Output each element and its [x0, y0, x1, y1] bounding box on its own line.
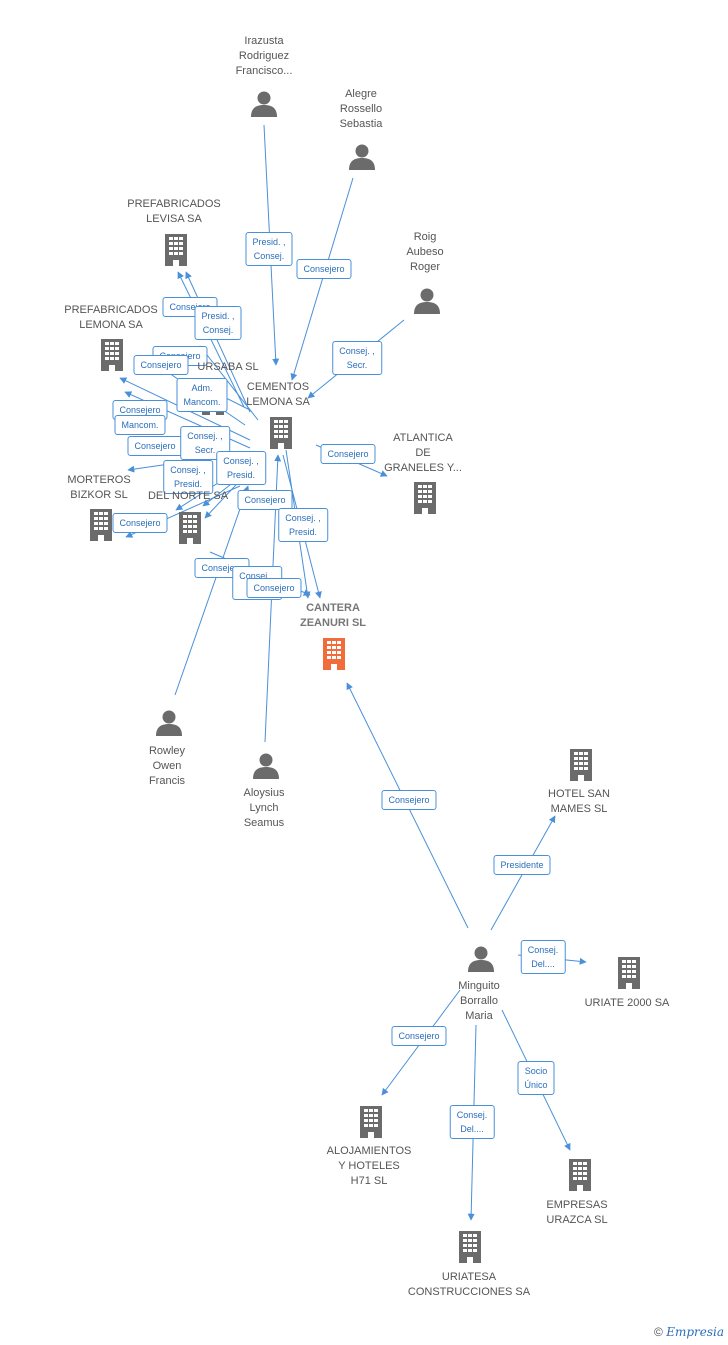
- edge-label[interactable]: Socio Único: [517, 1061, 555, 1095]
- copyright-mark: ©: [654, 1325, 663, 1339]
- edge-label[interactable]: Presidente: [493, 855, 551, 875]
- edge-label[interactable]: Consej. Del....: [520, 940, 566, 974]
- edge-label[interactable]: Mancom.: [114, 415, 166, 435]
- node-label-hotel_san[interactable]: HOTEL SAN MAMES SL: [548, 788, 610, 815]
- node-label-aloysius[interactable]: Aloysius Lynch Seamus: [243, 787, 285, 829]
- node-label-minguito[interactable]: Minguito Borrallo Maria: [458, 980, 500, 1022]
- edge-cementos-prefa_levisa: [185, 271, 251, 413]
- edges-layer: [119, 124, 587, 1221]
- building-icon-cementos[interactable]: [270, 417, 292, 449]
- node-label-atlantica[interactable]: ATLANTICA DE GRANELES Y...: [384, 432, 462, 474]
- node-label-alegre[interactable]: Alegre Rossello Sebastia: [339, 88, 383, 130]
- building-icon-prefa_levisa[interactable]: [165, 234, 187, 266]
- node-label-rowley[interactable]: Rowley Owen Francis: [148, 745, 186, 787]
- building-icon-uriate[interactable]: [618, 957, 640, 989]
- brand-logo[interactable]: Empresia: [666, 1325, 724, 1339]
- edge-label[interactable]: Consej. , Presid.: [216, 451, 266, 485]
- building-icon-prefa_lemona[interactable]: [101, 339, 123, 371]
- node-label-cantera[interactable]: CANTERA ZEANURI SL: [300, 602, 366, 629]
- building-icon-empresas[interactable]: [569, 1159, 591, 1191]
- node-label-cementos[interactable]: CEMENTOS LEMONA SA: [246, 381, 310, 408]
- edge-cementos-ursaba: [199, 345, 259, 421]
- building-icon-uriatesa[interactable]: [459, 1231, 481, 1263]
- node-label-morteros[interactable]: MORTEROS BIZKOR SL: [67, 474, 131, 501]
- node-label-irazusta[interactable]: Irazusta Rodriguez Francisco...: [235, 35, 293, 77]
- node-label-empresas[interactable]: EMPRESAS URAZCA SL: [546, 1199, 608, 1226]
- edge-label[interactable]: Consejero: [381, 790, 437, 810]
- footer-brand: © Empresia: [654, 1325, 724, 1339]
- node-label-prefa_levisa[interactable]: PREFABRICADOS LEVISA SA: [127, 198, 221, 225]
- node-label-delnorte[interactable]: DEL NORTE SA: [147, 490, 229, 502]
- edge-label[interactable]: Consej. , Presid.: [163, 460, 213, 494]
- edge-rowley-cantera: [174, 485, 250, 696]
- edge-label[interactable]: Consej. , Secr.: [332, 341, 382, 375]
- person-icon-irazusta[interactable]: [251, 91, 277, 118]
- node-label-prefa_lemona[interactable]: PREFABRICADOS LEMONA SA: [64, 304, 158, 331]
- edge-label[interactable]: Consejero: [296, 259, 352, 279]
- edge-label[interactable]: Consejero: [127, 436, 183, 456]
- edge-label[interactable]: Consejero: [391, 1026, 447, 1046]
- building-icon-hotel_san[interactable]: [570, 749, 592, 781]
- edge-label[interactable]: Presid. , Consej.: [194, 306, 242, 340]
- building-icon-cantera[interactable]: [323, 638, 345, 670]
- node-label-ursaba[interactable]: URSABA SL: [197, 361, 259, 373]
- edge-label[interactable]: Presid. , Consej.: [245, 232, 293, 266]
- edge-label[interactable]: Consej. , Presid.: [278, 508, 328, 542]
- edge-label[interactable]: Consej. , Secr.: [180, 426, 230, 460]
- edge-label[interactable]: Adm. Mancom.: [176, 378, 228, 412]
- node-label-roig[interactable]: Roig Aubeso Roger: [406, 231, 444, 273]
- edge-label[interactable]: Consej. Del....: [449, 1105, 495, 1139]
- person-icon-minguito[interactable]: [468, 946, 494, 973]
- node-label-uriate[interactable]: URIATE 2000 SA: [584, 997, 670, 1009]
- building-icon-alojamientos[interactable]: [360, 1106, 382, 1138]
- building-icon-atlantica[interactable]: [414, 482, 436, 514]
- edge-label[interactable]: Consejero: [237, 490, 293, 510]
- edge-alegre-cementos: [290, 177, 354, 381]
- person-icon-rowley[interactable]: [156, 710, 182, 737]
- person-icon-roig[interactable]: [414, 288, 440, 315]
- person-icon-aloysius[interactable]: [253, 753, 279, 780]
- edge-label[interactable]: Consejero: [133, 355, 189, 375]
- edge-label[interactable]: Consejero: [320, 444, 376, 464]
- node-label-uriatesa[interactable]: URIATESA CONSTRUCCIONES SA: [407, 1271, 531, 1298]
- building-icon-morteros[interactable]: [90, 509, 112, 541]
- edge-label[interactable]: Consejero: [246, 578, 302, 598]
- nodes-layer: [90, 91, 640, 1263]
- person-icon-alegre[interactable]: [349, 144, 375, 171]
- edge-label[interactable]: Consejero: [112, 513, 168, 533]
- building-icon-delnorte[interactable]: [179, 512, 201, 544]
- node-label-alojamientos[interactable]: ALOJAMIENTOS Y HOTELES H71 SL: [326, 1145, 412, 1187]
